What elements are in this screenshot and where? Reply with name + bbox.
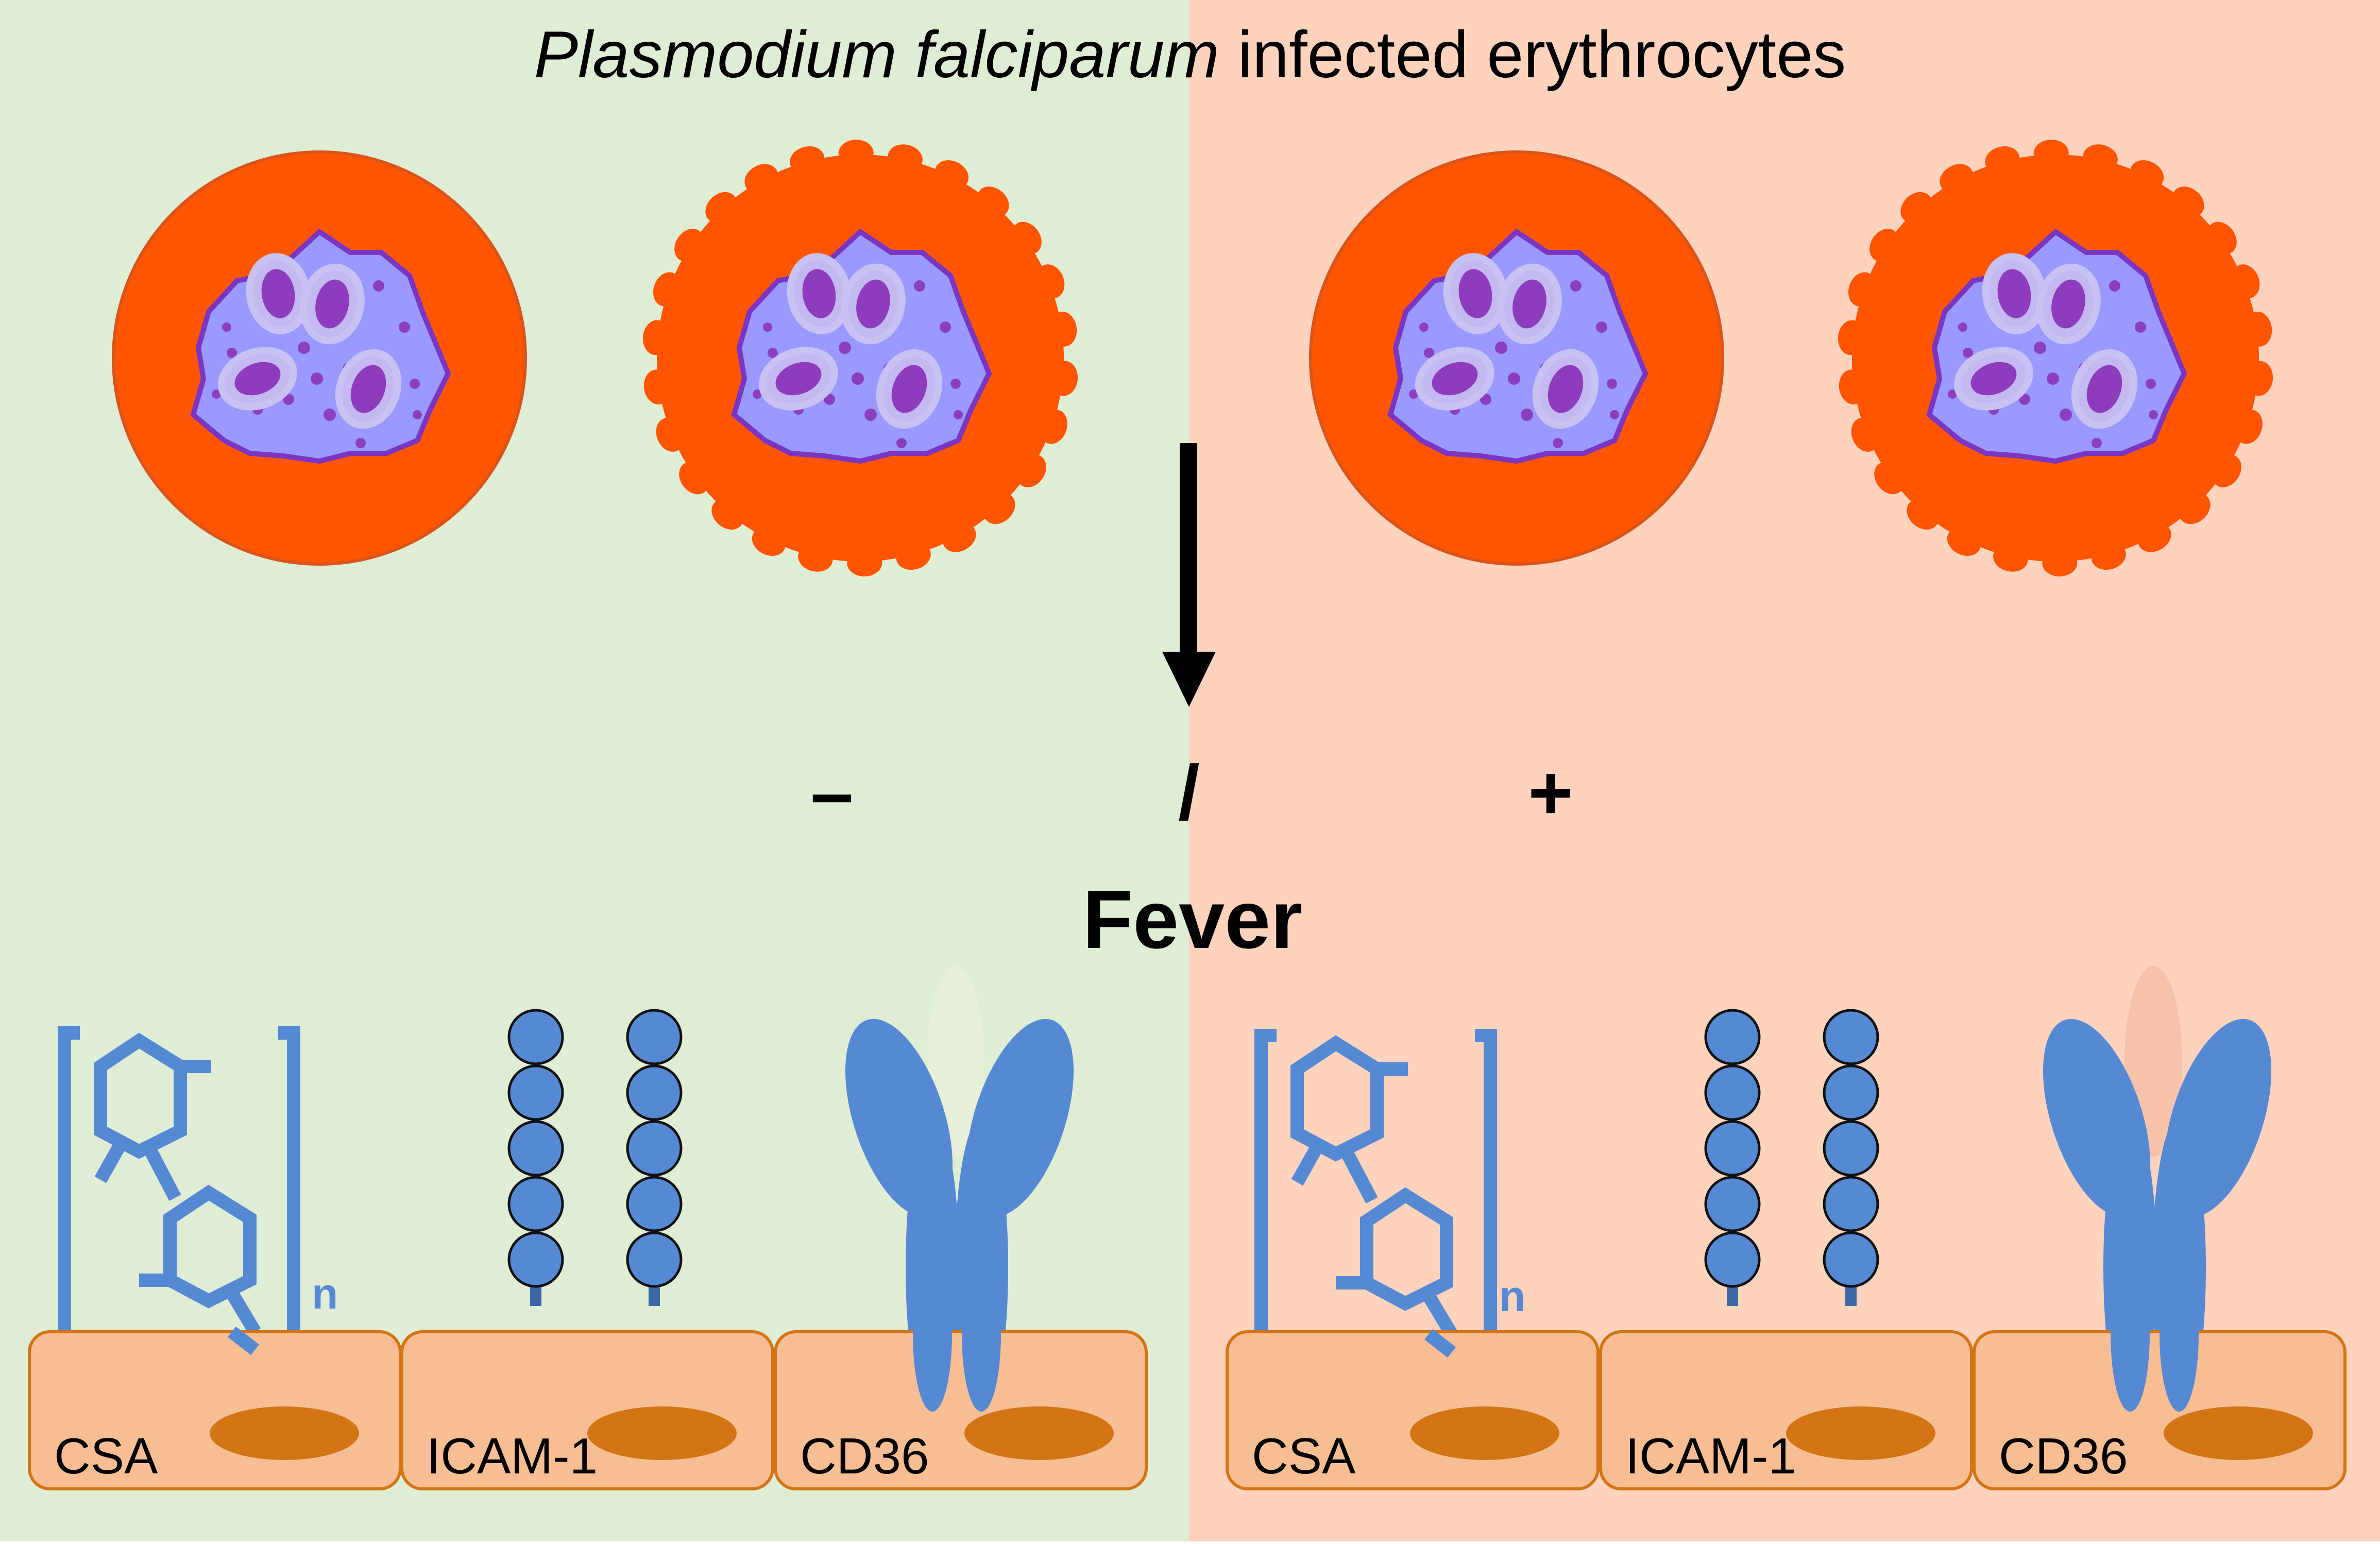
erythrocyte-knobby-left (642, 140, 1078, 576)
cell-label: ICAM-1 (427, 1428, 598, 1484)
cell-label: CSA (54, 1428, 158, 1484)
cell-label: CD36 (1999, 1428, 2128, 1484)
cell-label: ICAM-1 (1625, 1428, 1796, 1484)
endothelial-cell-cd36: CD36 (774, 1330, 1148, 1490)
cd36-stalk (2111, 1257, 2199, 1412)
slash-separator: / (1178, 749, 1200, 836)
title-species: Plasmodium falciparum (534, 18, 1219, 92)
csa-anchor (228, 1326, 259, 1355)
erythrocyte-plain-right (1311, 152, 1723, 564)
fever-label: Fever (1083, 873, 1303, 965)
minus-sign: – (810, 749, 853, 836)
endothelial-cell-csa: CSA (1226, 1330, 1600, 1490)
csa-subscript: n (312, 1269, 338, 1318)
endothelial-cell-icam1: ICAM-1 (1599, 1330, 1973, 1490)
panel-fever: n CSA ICAM-1 CD36 (1226, 966, 2347, 1490)
erythrocyte-knobby-right (1838, 140, 2273, 576)
down-arrow-icon (1162, 443, 1216, 707)
cd36-stalk (913, 1257, 1001, 1412)
cell-label: CD36 (800, 1428, 929, 1484)
endothelial-cell-cd36: CD36 (1973, 1330, 2347, 1490)
diagram-title: Plasmodium falciparum infected erythrocy… (534, 18, 1846, 92)
cell-label: CSA (1252, 1428, 1356, 1484)
panel-no-fever: n CSA ICAM-1 CD36 (28, 966, 1148, 1490)
csa-anchor (1424, 1329, 1456, 1358)
title-rest: infected erythrocytes (1219, 18, 1846, 92)
endothelial-cell-icam1: ICAM-1 (400, 1330, 774, 1490)
erythrocyte-plain-left (113, 152, 525, 564)
endothelial-cell-csa: CSA (28, 1330, 402, 1490)
plus-sign: + (1528, 749, 1573, 836)
csa-subscript: n (1499, 1272, 1525, 1320)
